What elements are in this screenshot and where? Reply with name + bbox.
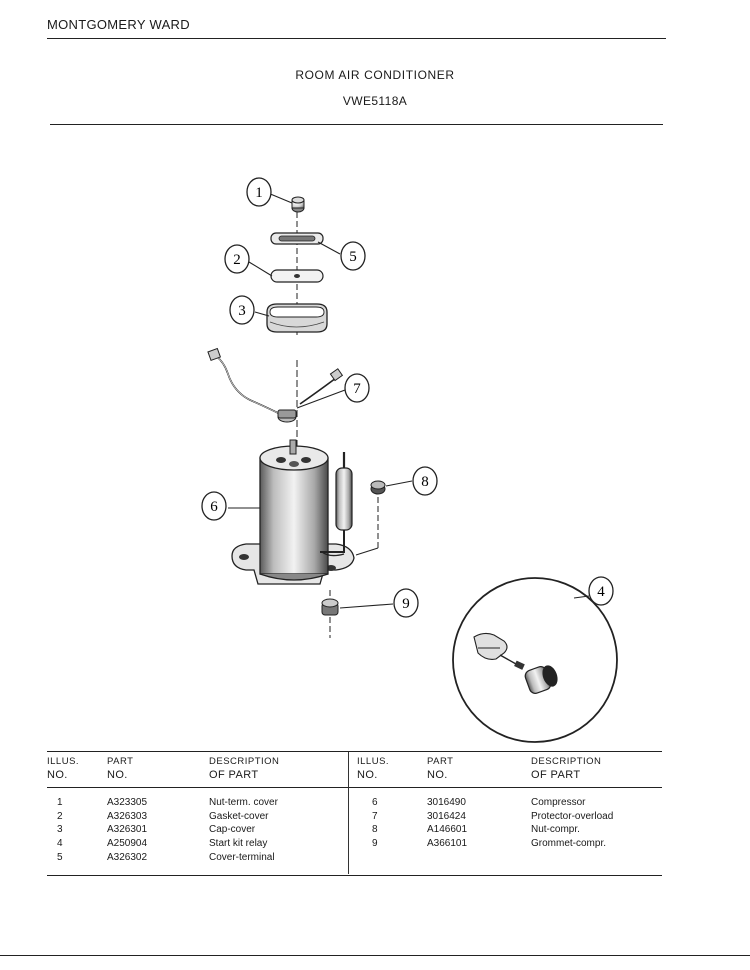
table-row: 3 A326301 Cap-cover — [47, 823, 347, 837]
table-top-rule — [47, 751, 662, 752]
table-row: 2 A326303 Gasket-cover — [47, 810, 347, 824]
part-no: A323305 — [107, 797, 148, 808]
compressor-part — [231, 439, 355, 585]
part-no: A366101 — [427, 838, 468, 850]
callout-label: 6 — [210, 499, 218, 515]
brand-name: MONTGOMERY WARD — [47, 17, 190, 32]
callout-label: 9 — [402, 596, 410, 612]
parts-table-left: ILLUS. PART DESCRIPTION NO. NO. OF PART … — [47, 756, 347, 865]
table-row: 5 A326302 Cover-terminal — [47, 851, 347, 865]
illus-no: 3 — [57, 824, 63, 836]
callout-leaders — [228, 192, 590, 609]
illus-no: 7 — [372, 810, 378, 822]
illus-no: 8 — [372, 824, 378, 836]
header-part: PART — [427, 756, 454, 767]
callout-label: 8 — [421, 474, 429, 490]
model-number: VWE5118A — [342, 94, 408, 108]
page-title: ROOM AIR CONDITIONER — [295, 68, 455, 82]
table-row: 6 3016490 Compressor — [357, 796, 657, 810]
illus-no: 2 — [57, 810, 63, 822]
part-no: A326302 — [107, 851, 148, 863]
callout-3: 3 — [229, 295, 255, 325]
part-description: Nut-compr. — [531, 824, 580, 836]
table-row: 4 A250904 Start kit relay — [47, 837, 347, 851]
callout-label: 5 — [349, 249, 357, 265]
nut-axis-link — [355, 547, 379, 556]
illus-no: 4 — [57, 838, 63, 850]
header-of-part: OF PART — [209, 769, 259, 781]
header-part: PART — [107, 756, 134, 767]
header-part-no: NO. — [107, 769, 128, 781]
header-rule — [47, 38, 666, 39]
parts-table-right: ILLUS. PART DESCRIPTION NO. NO. OF PART … — [357, 756, 657, 851]
part-description: Compressor — [531, 797, 586, 808]
callout-label: 3 — [238, 303, 246, 319]
table-row: 9 A366101 Grommet-compr. — [357, 837, 657, 851]
callout-label: 4 — [597, 584, 605, 600]
callout-2: 2 — [224, 244, 250, 274]
gasket-cover-part — [270, 269, 324, 283]
table-row: 1 A323305 Nut-term. cover — [47, 796, 347, 810]
callout-1: 1 — [246, 177, 272, 207]
illus-no: 6 — [372, 797, 378, 808]
cap-cover-part — [266, 303, 328, 333]
grommet-compressor-part — [321, 590, 339, 638]
callout-5: 5 — [340, 241, 366, 271]
illus-no: 1 — [57, 797, 63, 808]
title-rule — [50, 124, 663, 125]
part-no: 3016424 — [427, 810, 466, 822]
nut-compressor-part — [370, 480, 386, 495]
table-header-rule — [47, 787, 662, 788]
callout-8: 8 — [412, 466, 438, 496]
header-part-no: NO. — [427, 769, 448, 781]
part-description: Start kit relay — [209, 838, 268, 850]
illus-no: 5 — [57, 851, 63, 863]
header-illus: ILLUS. — [357, 756, 390, 767]
start-kit-relay-detail — [452, 577, 618, 743]
part-no: A250904 — [107, 838, 148, 850]
part-description: Nut-term. cover — [209, 797, 278, 808]
part-no: A146601 — [427, 824, 468, 836]
part-description: Gasket-cover — [209, 810, 269, 822]
header-illus-no: NO. — [47, 769, 68, 781]
header-description: DESCRIPTION — [209, 756, 280, 767]
exploded-parts-diagram: 1 2 3 4 5 6 7 8 9 — [201, 177, 618, 743]
header-description: DESCRIPTION — [531, 756, 602, 767]
part-description: Protector-overload — [531, 810, 614, 822]
part-description: Cap-cover — [209, 824, 256, 836]
page-bottom-rule — [0, 955, 750, 956]
header-illus-no: NO. — [357, 769, 378, 781]
table-bottom-rule — [47, 875, 662, 876]
header-of-part: OF PART — [531, 769, 581, 781]
callout-4: 4 — [588, 576, 614, 606]
table-row: 7 3016424 Protector-overload — [357, 810, 657, 824]
callout-7: 7 — [344, 373, 370, 403]
callout-9: 9 — [393, 588, 419, 618]
callout-6: 6 — [201, 491, 227, 521]
part-no: 3016490 — [427, 797, 466, 808]
table-column-divider — [348, 752, 349, 874]
header-illus: ILLUS. — [47, 756, 80, 767]
callout-label: 1 — [255, 185, 263, 201]
part-no: A326301 — [107, 824, 148, 836]
nut-terminal-cover-part — [291, 196, 305, 213]
callout-label: 2 — [233, 252, 241, 268]
part-description: Grommet-compr. — [531, 838, 607, 850]
illus-no: 9 — [372, 838, 378, 850]
part-no: A326303 — [107, 810, 148, 822]
part-description: Cover-terminal — [209, 851, 275, 863]
protector-overload-part — [207, 347, 344, 423]
table-row: 8 A146601 Nut-compr. — [357, 823, 657, 837]
callout-label: 7 — [353, 381, 361, 397]
cover-terminal-part — [270, 232, 324, 245]
